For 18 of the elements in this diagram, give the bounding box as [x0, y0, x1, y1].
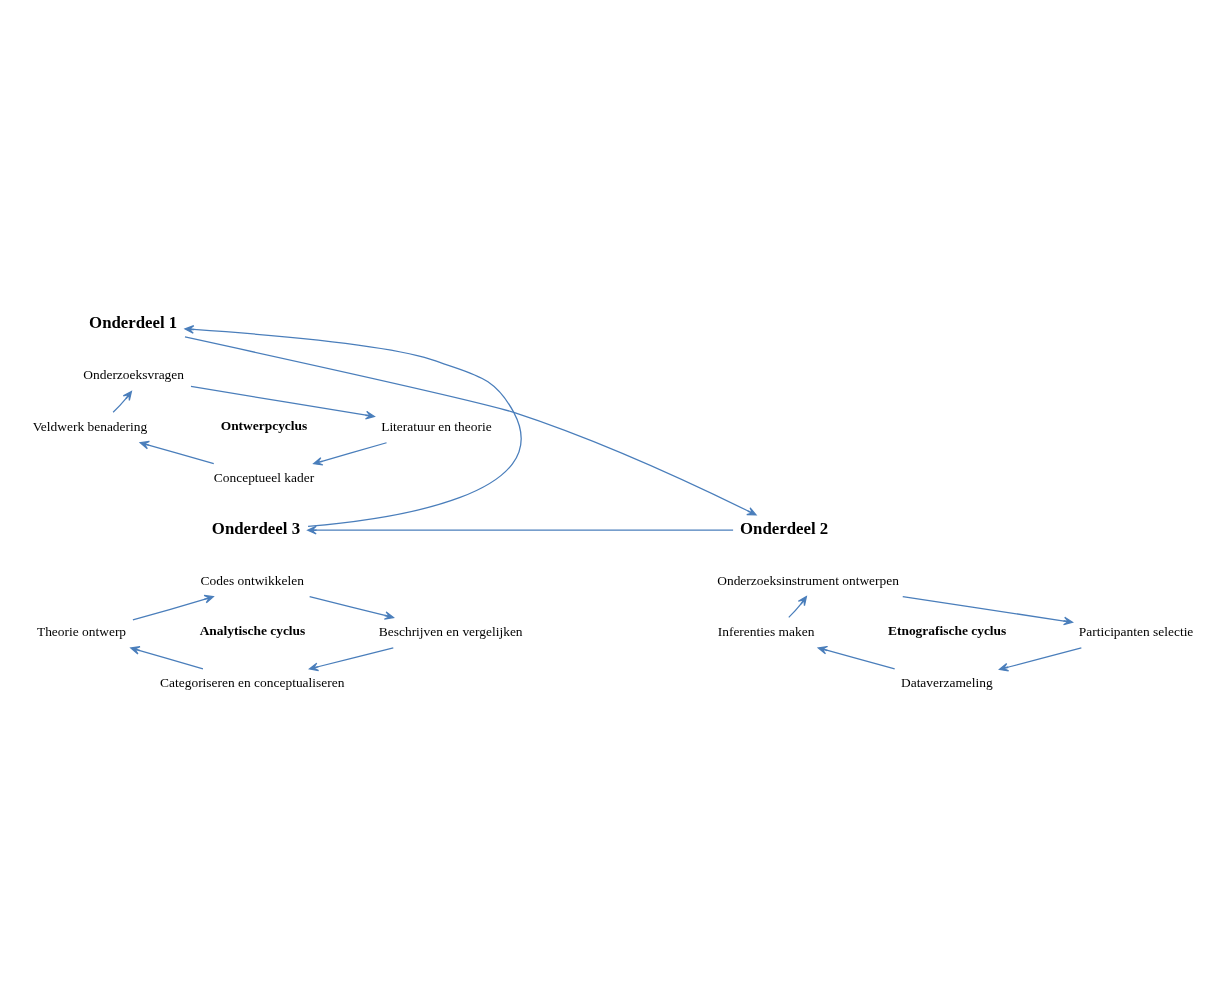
node-text: Onderdeel 3: [211, 518, 301, 538]
node-text: Inferenties maken: [717, 623, 815, 639]
node-text: Categoriseren en conceptualiseren: [160, 674, 345, 690]
label: Ontwerpcyclus: [220, 417, 308, 433]
node-text: Beschrijven en vergelijken: [378, 623, 523, 639]
label: Etnografische cyclus: [887, 622, 1007, 638]
node-text: Onderdeel 2: [739, 518, 829, 538]
label: Analytische cyclus: [199, 622, 306, 638]
node-text: Theorie ontwerp: [36, 623, 127, 639]
node-text: Dataverzameling: [900, 674, 993, 690]
node-text: Veldwerk benadering: [32, 418, 148, 434]
node-text: Conceptueel kader: [213, 469, 315, 485]
node-text: Literatuur en theorie: [381, 418, 492, 434]
node-text: Codes ontwikkelen: [200, 572, 304, 588]
node-text: Onderzoeksvragen: [83, 366, 185, 382]
node-text: Onderdeel 1: [89, 312, 178, 332]
node-text: Onderzoeksinstrument ontwerpen: [717, 572, 899, 588]
node-text: Participanten selectie: [1078, 623, 1194, 639]
